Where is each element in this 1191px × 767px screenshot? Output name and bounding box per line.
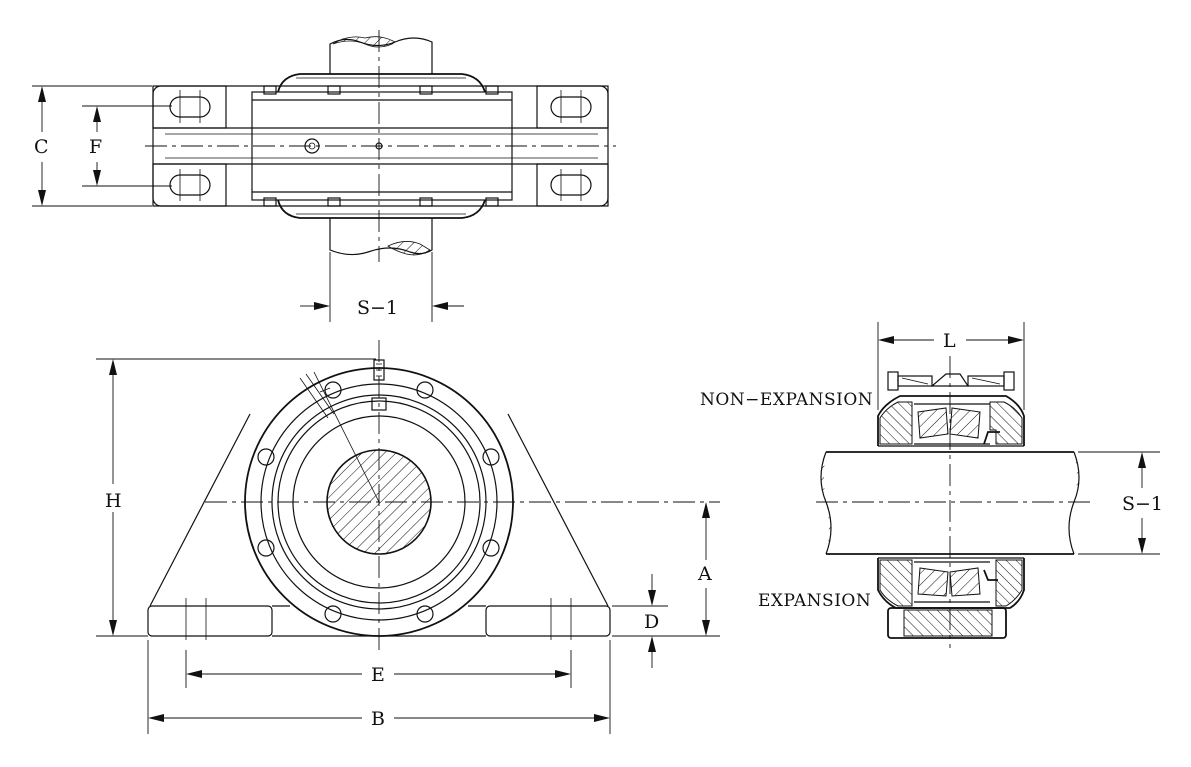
label-A: A: [697, 563, 712, 585]
top-view: C F S−1: [32, 30, 616, 322]
cap-bolts-plan: [263, 85, 499, 207]
foot-right: [485, 605, 611, 637]
label-B: B: [371, 708, 385, 730]
label-expansion: EXPANSION: [758, 591, 871, 611]
dim-S1-top: S−1: [300, 252, 464, 322]
dim-A: A: [612, 502, 720, 637]
label-H: H: [105, 490, 122, 512]
foot-left: [147, 605, 273, 637]
side-base: [887, 607, 1007, 639]
dim-S1-side: S−1: [1078, 451, 1163, 555]
side-section-view: L S−1 NON−EXPANSION EXPANSION: [700, 322, 1163, 648]
bolt-slot-holes: [169, 90, 592, 201]
dim-D: D: [612, 574, 668, 668]
label-D: D: [644, 611, 659, 633]
dim-B: B: [147, 640, 611, 734]
front-view: H A D E: [96, 340, 720, 734]
shaft-bottom-stub: [329, 218, 433, 256]
bearing-rollers-upper: [914, 403, 1000, 445]
bearing-rollers-lower: [914, 561, 998, 603]
label-E: E: [371, 664, 385, 686]
dim-F: F: [82, 105, 172, 187]
label-S1-side: S−1: [1122, 493, 1163, 515]
flange-bolt-holes: [257, 381, 500, 623]
label-C: C: [34, 136, 49, 158]
label-non-expansion: NON−EXPANSION: [700, 390, 873, 410]
dim-L: L: [877, 322, 1025, 410]
dim-C: C: [32, 85, 152, 207]
housing-cap-plan: [251, 73, 513, 219]
label-F: F: [89, 136, 102, 158]
label-L: L: [943, 330, 956, 352]
shaft-top-stub: [329, 36, 433, 74]
dim-E: E: [185, 650, 572, 688]
dim-H: H: [96, 358, 376, 637]
label-S1-top: S−1: [357, 297, 398, 319]
